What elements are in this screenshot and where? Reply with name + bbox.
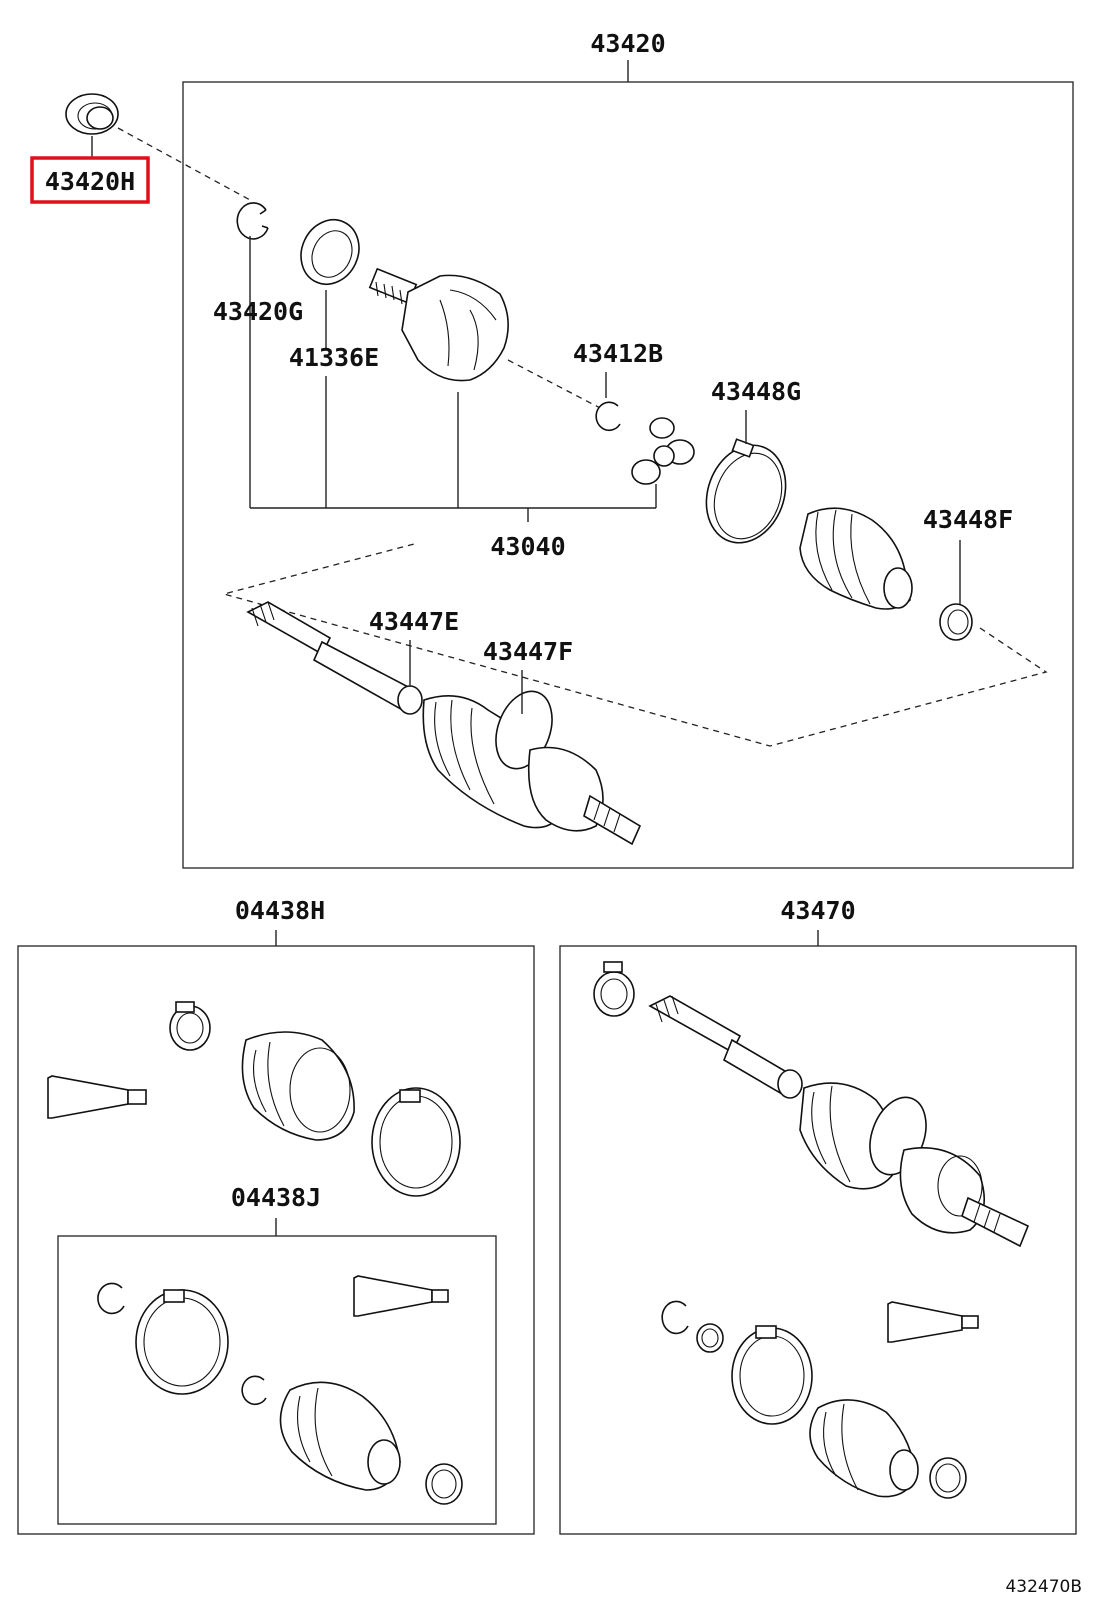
tripod-joint[interactable] bbox=[631, 417, 695, 485]
grease-tube-1[interactable] bbox=[47, 1075, 147, 1119]
label-43420g[interactable]: 43420G bbox=[213, 297, 303, 326]
clamp-43448f[interactable] bbox=[939, 603, 973, 641]
snap-ring-3[interactable] bbox=[661, 1300, 689, 1335]
grease-tube-3[interactable] bbox=[887, 1301, 979, 1343]
inboard-joint-housing[interactable] bbox=[368, 267, 509, 508]
clamp-large-2[interactable] bbox=[135, 1289, 229, 1395]
inboard-boot-3[interactable] bbox=[809, 1399, 919, 1498]
snap-ring-4[interactable] bbox=[696, 1323, 724, 1353]
label-04438j[interactable]: 04438J bbox=[231, 1183, 321, 1212]
label-43448g[interactable]: 43448G bbox=[711, 377, 801, 406]
clamp-small-2[interactable] bbox=[425, 1463, 463, 1505]
label-43420h[interactable]: 43420H bbox=[45, 167, 135, 196]
highlight-box bbox=[30, 156, 150, 204]
clamp-small-3[interactable] bbox=[593, 961, 635, 1017]
label-43040[interactable]: 43040 bbox=[490, 532, 565, 561]
inboard-boot[interactable] bbox=[799, 507, 913, 610]
bearing-43420h[interactable] bbox=[65, 93, 119, 135]
label-43447f[interactable]: 43447F bbox=[483, 637, 573, 666]
outboard-boot-1[interactable] bbox=[241, 1031, 355, 1141]
label-43447e[interactable]: 43447E bbox=[369, 607, 459, 636]
clamp-small-4[interactable] bbox=[929, 1457, 967, 1499]
dust-seal-41336e[interactable] bbox=[291, 210, 370, 293]
snap-ring-2[interactable] bbox=[241, 1375, 267, 1405]
inboard-boot-2[interactable] bbox=[279, 1381, 401, 1491]
label-43448f[interactable]: 43448F bbox=[923, 505, 1013, 534]
snap-ring-1[interactable] bbox=[97, 1282, 125, 1315]
snap-ring-43420g[interactable] bbox=[236, 202, 269, 240]
clamp-large-3[interactable] bbox=[731, 1325, 813, 1425]
label-43420[interactable]: 43420 bbox=[590, 29, 665, 58]
figure-code: 432470B bbox=[1005, 1577, 1082, 1597]
clamp-small-1[interactable] bbox=[169, 1001, 211, 1051]
label-43412b[interactable]: 43412B bbox=[573, 339, 663, 368]
label-41336e[interactable]: 41336E bbox=[289, 343, 379, 372]
grease-tube-2[interactable] bbox=[353, 1275, 449, 1317]
shaft-assembly-inner[interactable] bbox=[246, 601, 642, 846]
shaft-assembly-43470[interactable] bbox=[648, 995, 1030, 1248]
clamp-43448g[interactable] bbox=[693, 434, 799, 554]
snap-ring-43412b[interactable] bbox=[595, 401, 621, 431]
assembly-43420-box bbox=[182, 81, 1074, 869]
label-43470[interactable]: 43470 bbox=[780, 896, 855, 925]
boot-kit-04438j-box bbox=[57, 1235, 497, 1525]
label-04438h[interactable]: 04438H bbox=[235, 896, 325, 925]
clamp-large-1[interactable] bbox=[371, 1087, 461, 1197]
